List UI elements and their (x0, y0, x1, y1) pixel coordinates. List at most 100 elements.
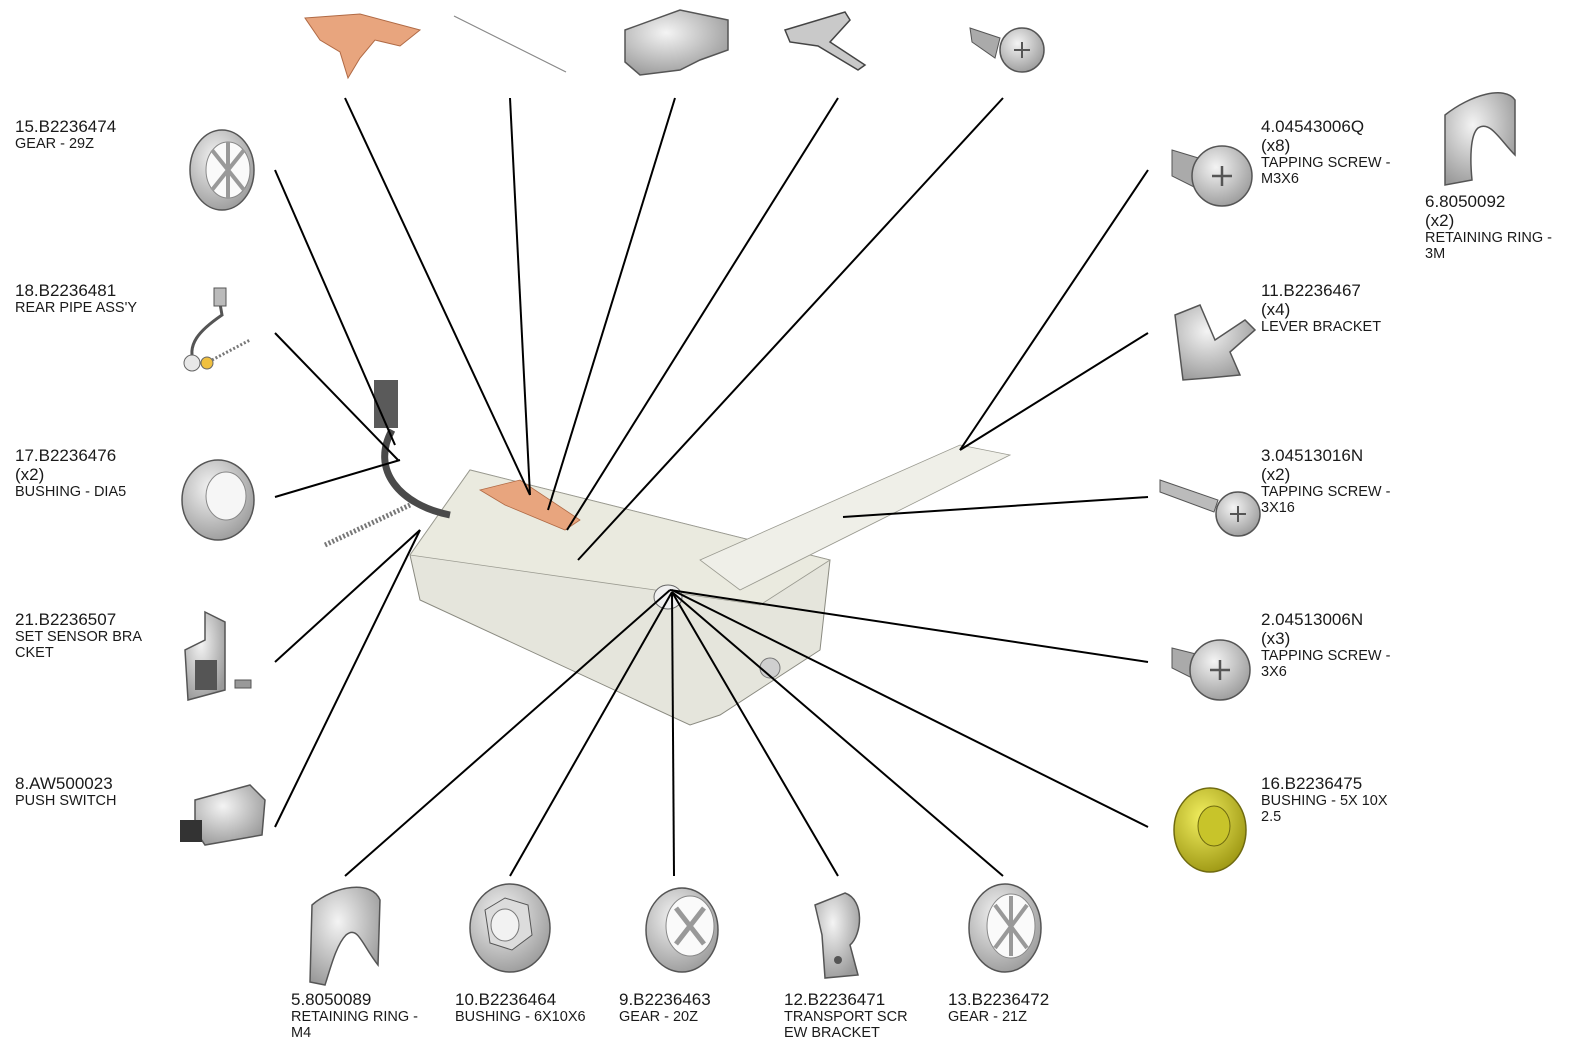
part-number: 6.8050092 (1425, 192, 1506, 211)
part-quantity: (x2) (1425, 211, 1455, 231)
spring-assembled (323, 502, 412, 548)
callout-p17: 17.B2236476 (x2) BUSHING - DIA5 (15, 446, 126, 500)
bushing-6x10x6-image (469, 883, 551, 973)
retaining-ring-m4-image (309, 886, 381, 986)
part-description: GEAR - 21Z (948, 1009, 1027, 1026)
leader-p11 (959, 332, 1149, 451)
callout-p18: 18.B2236481 REAR PIPE ASS'Y (15, 281, 137, 316)
part-number: 15.B2236474 (15, 117, 117, 136)
retaining-ring-3m-image (1444, 92, 1516, 186)
part-description: GEAR - 29Z (15, 136, 94, 153)
part-number: 21.B2236507 (15, 610, 117, 629)
part-quantity: (x4) (1261, 300, 1291, 320)
leader-top1 (344, 97, 531, 496)
lever-bracket-image (1174, 304, 1257, 381)
lever-arm-image (783, 11, 867, 71)
callout-p2: 2.04513006N (x3) TAPPING SCREW - 3X6 (1261, 610, 1390, 681)
leader-p21 (274, 529, 421, 663)
screw-3x16-image (1159, 479, 1261, 537)
part-quantity: (x8) (1261, 136, 1291, 156)
sensor-housing-image (624, 9, 729, 76)
callout-p13: 13.B2236472 GEAR - 21Z (948, 990, 1049, 1025)
part-description: SET SENSOR BRA CKET (15, 629, 143, 662)
callout-p9: 9.B2236463 GEAR - 20Z (619, 990, 711, 1025)
leader-p16 (671, 589, 1149, 828)
leader-p4 (959, 169, 1149, 451)
part-number: 2.04513006N (1261, 610, 1364, 629)
screw-m3x6-image (1171, 145, 1253, 207)
callout-p21: 21.B2236507 SET SENSOR BRA CKET (15, 610, 142, 662)
part-description: RETAINING RING - 3M (1425, 230, 1553, 263)
part-quantity: (x2) (15, 465, 45, 485)
thin-rod-top (453, 15, 567, 73)
leader-p18 (274, 332, 399, 461)
callout-p8: 8.AW500023 PUSH SWITCH (15, 774, 117, 809)
leader-top4 (566, 97, 839, 531)
leader-p2 (669, 589, 1149, 663)
part-number: 4.04543006Q (1261, 117, 1365, 136)
part-description: RETAINING RING - M4 (291, 1009, 419, 1042)
part-number: 10.B2236464 (455, 990, 557, 1009)
copper-plate-assembled (478, 479, 581, 531)
gear-21z-image (968, 883, 1042, 973)
part-number: 16.B2236475 (1261, 774, 1363, 793)
part-description: TAPPING SCREW - M3X6 (1261, 155, 1391, 188)
leader-p15 (274, 169, 396, 446)
part-description: TAPPING SCREW - 3X6 (1261, 648, 1391, 681)
leader-p8 (274, 529, 421, 828)
callout-p6: 6.8050092 (x2) RETAINING RING - 3M (1425, 192, 1552, 263)
rear-pipe-assembled (381, 428, 451, 519)
part-number: 5.8050089 (291, 990, 372, 1009)
screw-3x6-image (1171, 639, 1251, 701)
gear-29z-image (189, 129, 255, 211)
part-description: BUSHING - 5X 10X 2.5 (1261, 793, 1388, 826)
bushing-5x10x2.5-image (1173, 787, 1247, 873)
part-number: 9.B2236463 (619, 990, 711, 1009)
part-description: GEAR - 20Z (619, 1009, 698, 1026)
part-description: BUSHING - DIA5 (15, 484, 127, 501)
leader-p12 (671, 591, 839, 877)
screw-top-image (969, 27, 1045, 73)
leader-p13 (671, 591, 1004, 877)
callout-p3: 3.04513016N (x2) TAPPING SCREW - 3X16 (1261, 446, 1390, 517)
part-quantity: (x3) (1261, 629, 1291, 649)
gear-20z-image (645, 887, 719, 973)
leader-p3 (842, 496, 1149, 518)
leader-top5 (577, 97, 1004, 561)
part-description: PUSH SWITCH (15, 793, 117, 810)
callout-p11: 11.B2236467 (x4) LEVER BRACKET (1261, 281, 1381, 335)
transport-screw-bracket-image (814, 892, 861, 979)
lever-rail (699, 444, 1012, 591)
bushing-dia5-image (181, 459, 255, 541)
part-number: 3.04513016N (1261, 446, 1364, 465)
callout-p4: 4.04543006Q (x8) TAPPING SCREW - M3X6 (1261, 117, 1390, 188)
copper-bracket-image (304, 13, 422, 80)
callout-p5: 5.8050089 RETAINING RING - M4 (291, 990, 418, 1042)
part-number: 18.B2236481 (15, 281, 117, 300)
part-description: BUSHING - 6X10X6 (455, 1009, 586, 1026)
rear-pipe-image (183, 287, 251, 372)
callout-p12: 12.B2236471 TRANSPORT SCR EW BRACKET (784, 990, 908, 1042)
callout-p10: 10.B2236464 BUSHING - 6X10X6 (455, 990, 586, 1025)
push-switch-image (180, 784, 266, 846)
part-number: 8.AW500023 (15, 774, 113, 793)
set-sensor-bracket-image (184, 610, 252, 701)
leader-lines (274, 97, 1149, 877)
part-quantity: (x2) (1261, 465, 1291, 485)
leader-p5 (344, 589, 671, 877)
part-description: LEVER BRACKET (1261, 319, 1382, 336)
leader-top2 (509, 97, 531, 496)
transport-shaft (380, 455, 1000, 460)
callout-p16: 16.B2236475 BUSHING - 5X 10X 2.5 (1261, 774, 1388, 826)
part-number: 13.B2236472 (948, 990, 1050, 1009)
leader-p9 (671, 591, 675, 877)
part-number: 17.B2236476 (15, 446, 117, 465)
leader-p10 (509, 591, 673, 877)
part-number: 12.B2236471 (784, 990, 886, 1009)
part-description: TRANSPORT SCR EW BRACKET (784, 1009, 908, 1042)
main-assembly (323, 380, 1012, 726)
part-description: TAPPING SCREW - 3X16 (1261, 484, 1391, 517)
leader-p17 (274, 459, 401, 498)
part-number: 11.B2236467 (1261, 281, 1361, 300)
